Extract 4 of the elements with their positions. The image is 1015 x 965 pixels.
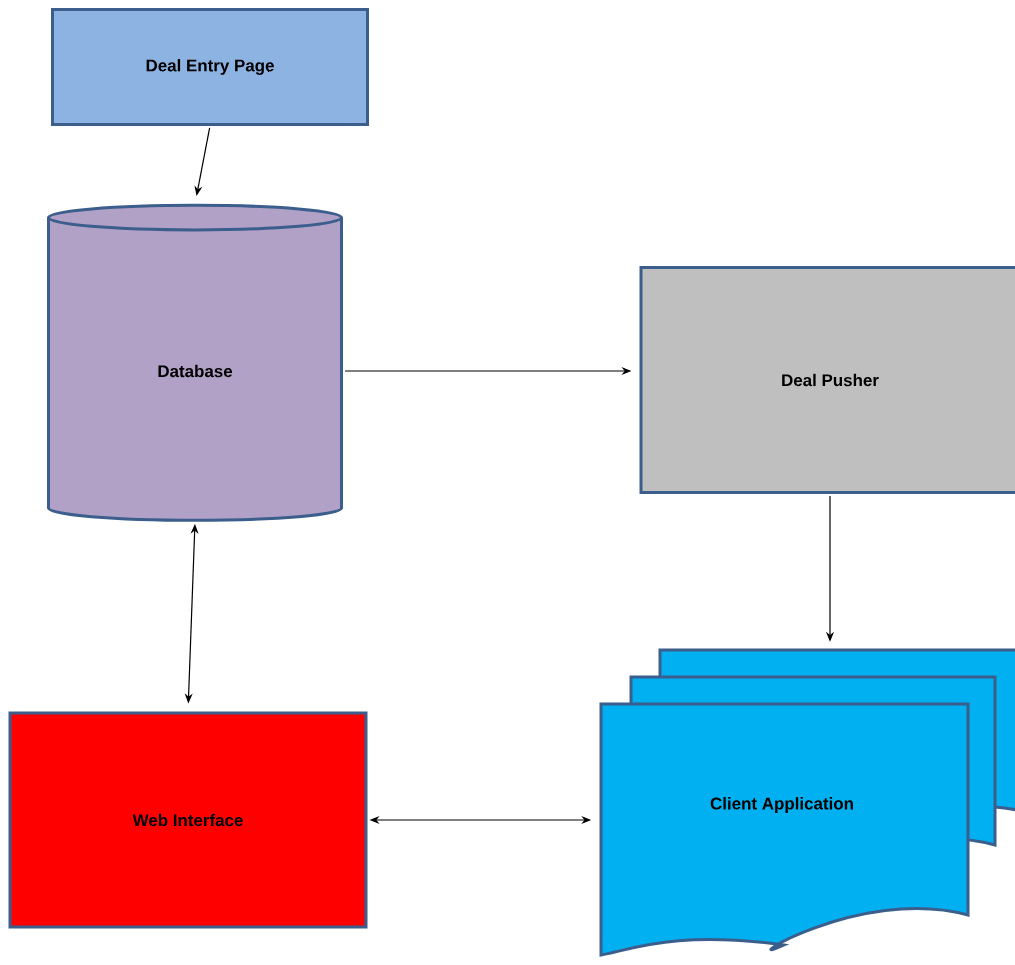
process-box: Deal Pusher bbox=[639, 266, 1015, 494]
interface-box: Web Interface bbox=[8, 711, 368, 929]
entry-page-box: Deal Entry Page bbox=[51, 8, 369, 126]
database-cylinder: Database bbox=[47, 203, 343, 522]
